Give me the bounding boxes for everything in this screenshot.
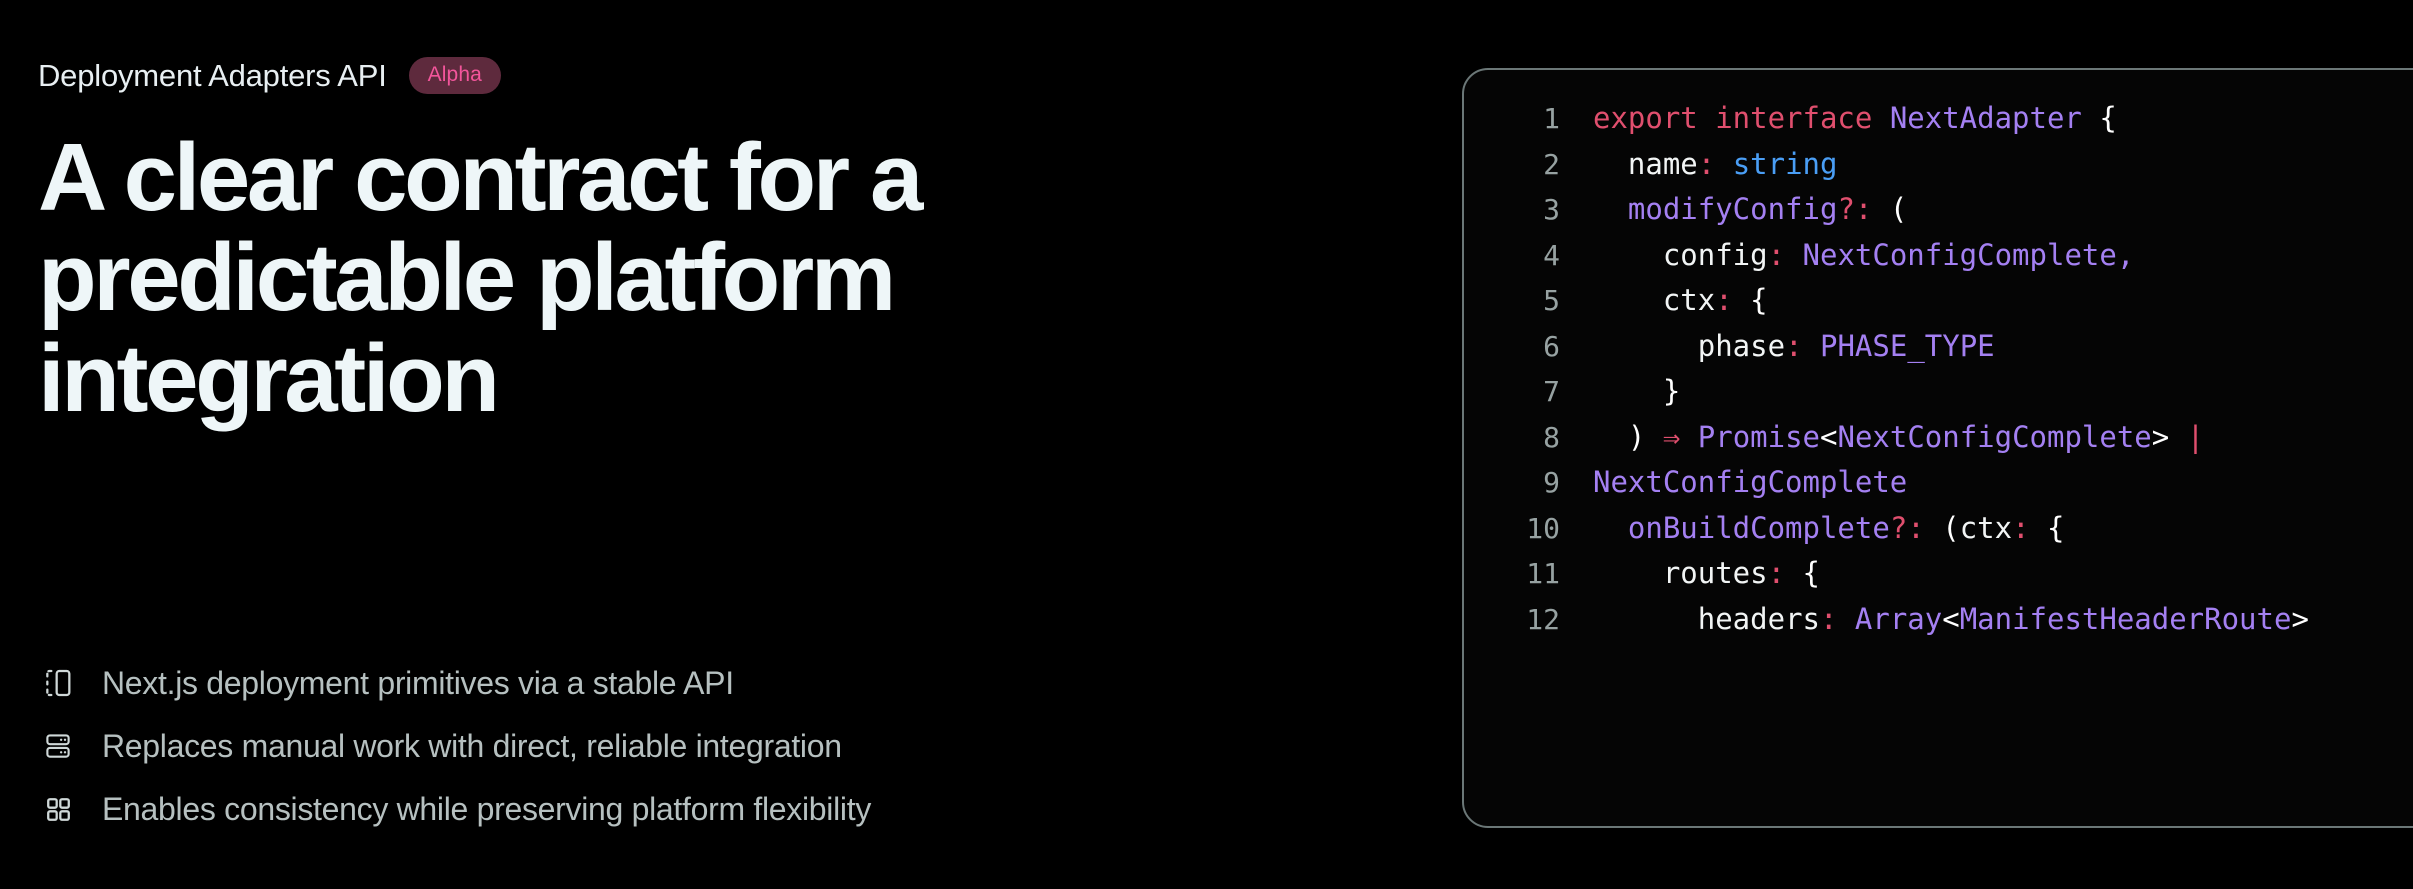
list-item: Next.js deployment primitives via a stab… [40,662,871,704]
feature-list: Next.js deployment primitives via a stab… [40,662,871,830]
eyebrow-title: Deployment Adapters API [38,57,387,93]
code-line: 12 headers: Array<ManifestHeaderRoute> [1464,597,2413,643]
code-line: 3 modifyConfig?: ( [1464,187,2413,233]
hero-left-column: Deployment Adapters API Alpha A clear co… [38,0,1418,889]
code-line-content: ctx: { [1662,283,1768,317]
server-stack-icon [40,728,76,764]
code-line-content: modifyConfig?: ( [1627,192,1908,226]
code-line-content: headers: Array<ManifestHeaderRoute> [1697,601,2309,636]
eyebrow: Deployment Adapters API Alpha [38,52,501,98]
line-number: 2 [1543,147,1560,181]
code-line: 8 ) ⇒ Promise<NextConfigComplete> | [1464,415,2413,461]
code-line-content: ) ⇒ Promise<NextConfigComplete> | [1627,419,2205,454]
code-line-content: routes: { [1662,556,1821,590]
grid-blocks-icon [40,791,76,827]
line-number: 5 [1543,284,1560,317]
device-frame-icon [40,665,76,701]
code-line: 2 name: string [1464,142,2413,188]
list-item-label: Next.js deployment primitives via a stab… [102,665,734,701]
code-line: 7 } [1464,369,2413,415]
list-item-label: Replaces manual work with direct, reliab… [102,728,842,764]
status-badge-alpha: Alpha [408,56,501,94]
code-snippet-panel: 1 export interface NextAdapter { 2 name:… [1462,68,2413,828]
code-line: 6 phase: PHASE_TYPE [1464,324,2413,370]
code-line: 1 export interface NextAdapter { [1464,96,2413,142]
code-line-content: name: string [1627,146,1838,181]
code-line-content: } [1662,374,1681,408]
code-line-content: NextConfigComplete [1593,465,1908,499]
line-number: 10 [1526,511,1560,545]
code-line: 10 onBuildComplete?: (ctx: { [1464,506,2413,552]
line-number: 12 [1526,602,1560,636]
code-block: 1 export interface NextAdapter { 2 name:… [1464,70,2413,642]
line-number: 4 [1543,238,1560,272]
code-line-content: phase: PHASE_TYPE [1697,328,1995,363]
code-line-content: onBuildComplete?: (ctx: { [1627,510,2065,545]
line-number: 11 [1526,557,1560,590]
code-line-content: config: NextConfigComplete, [1662,237,2135,272]
list-item: Enables consistency while preserving pla… [40,788,871,830]
line-number: 7 [1543,375,1560,408]
line-number: 1 [1543,102,1560,135]
line-number: 9 [1543,466,1560,499]
list-item: Replaces manual work with direct, reliab… [40,725,871,767]
page-title: A clear contract for a predictable platf… [38,124,923,432]
list-item-label: Enables consistency while preserving pla… [102,791,872,827]
line-number: 3 [1543,193,1560,226]
code-line: 9 NextConfigComplete [1464,460,2413,506]
line-number: 6 [1543,329,1560,363]
code-line: 4 config: NextConfigComplete, [1464,233,2413,279]
code-line: 11 routes: { [1464,551,2413,597]
line-number: 8 [1543,420,1560,454]
code-line: 5 ctx: { [1464,278,2413,324]
code-line-content: export interface NextAdapter { [1593,101,2117,135]
